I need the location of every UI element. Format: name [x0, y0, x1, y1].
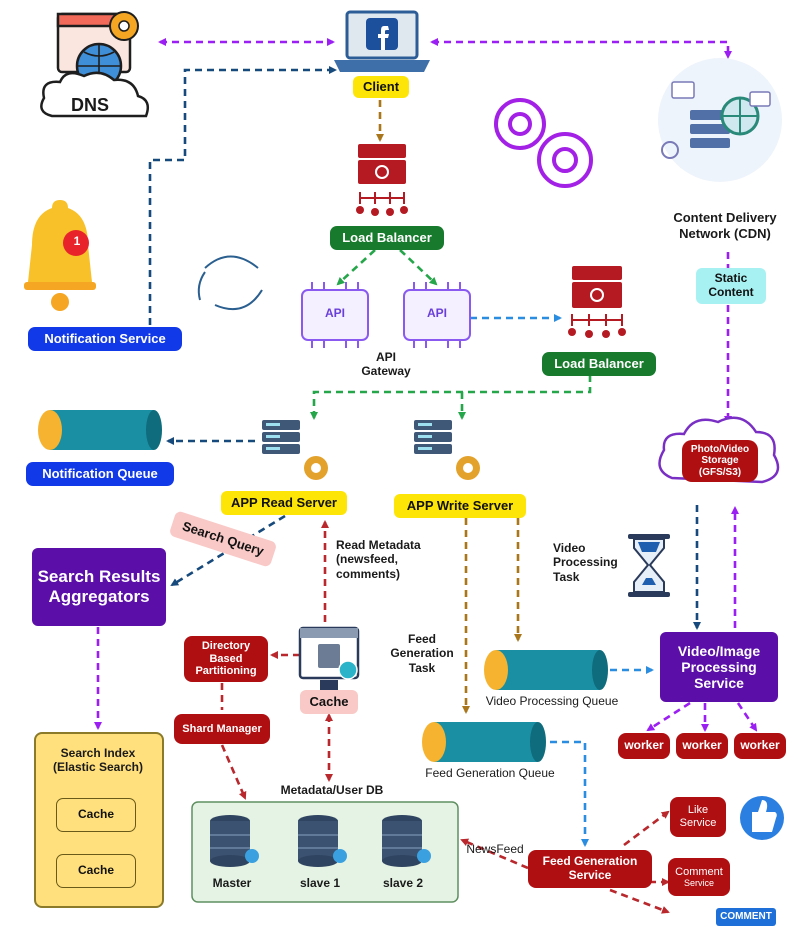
db-master-label: Master: [212, 876, 252, 890]
edge-notification-client: [148, 66, 337, 325]
video-image-processing-service-label[interactable]: Video/Image Processing Service: [660, 632, 778, 702]
load-balancer-top-icon: [356, 144, 408, 216]
api-gateway-label: API Gateway: [361, 350, 411, 379]
facebook-laptop-icon: [334, 10, 430, 72]
connectors: [94, 38, 758, 914]
photo-video-storage-label[interactable]: Photo/Video Storage (GFS/S3): [682, 440, 758, 482]
search-index-label: Search Index (Elastic Search): [52, 746, 144, 775]
search-results-aggregators-label[interactable]: Search Results Aggregators: [32, 548, 166, 626]
edge-lb-api-right: [399, 249, 438, 286]
edge-partition-db: [220, 683, 245, 798]
worker-2[interactable]: worker: [676, 733, 728, 759]
read-metadata-label: Read Metadata (newsfeed, comments): [336, 538, 421, 581]
cdn-icon: [658, 58, 782, 182]
dns-icon: [40, 11, 149, 118]
feed-generation-task-label: Feed Generation Task: [390, 632, 454, 675]
cache-server-icon: [298, 626, 360, 690]
api-chip-left-text: API: [324, 306, 345, 321]
metadata-db-label: Metadata/User DB: [280, 783, 384, 797]
like-thumb-icon[interactable]: [740, 796, 784, 840]
comment-service-subtitle: Service: [683, 878, 714, 889]
notification-queue-cylinder: [38, 410, 162, 450]
db-slave1-icon: [297, 814, 347, 868]
load-balancer-right-icon: [568, 266, 626, 338]
load-balancer-top-label[interactable]: Load Balancer: [330, 226, 444, 250]
comment-service-label[interactable]: Comment Service: [668, 858, 730, 896]
comment-button[interactable]: COMMENT: [716, 908, 776, 926]
gears-icon: [494, 98, 593, 188]
notification-bell-icon: [24, 200, 96, 311]
client-label[interactable]: Client: [353, 76, 409, 98]
app-write-server-label[interactable]: APP Write Server: [394, 494, 526, 518]
refresh-icon: [197, 255, 263, 310]
newsfeed-label: NewsFeed: [466, 842, 524, 856]
feed-generation-service-label[interactable]: Feed Generation Service: [528, 850, 652, 888]
search-index-cache-2[interactable]: Cache: [56, 854, 136, 888]
shard-manager-label[interactable]: Shard Manager: [174, 714, 270, 744]
notification-queue-label[interactable]: Notification Queue: [26, 462, 174, 486]
edge-lb-api-left: [336, 249, 376, 286]
static-content-label: Static Content: [696, 268, 766, 304]
edge-processing-worker-3: [736, 702, 758, 732]
search-index-cache-1[interactable]: Cache: [56, 798, 136, 832]
app-read-server-label[interactable]: APP Read Server: [221, 491, 347, 515]
comment-service-title: Comment: [675, 865, 723, 878]
video-processing-task-label: Video Processing Task: [553, 541, 618, 584]
db-slave2-label: slave 2: [382, 876, 424, 890]
directory-based-partitioning-label[interactable]: Directory Based Partitioning: [184, 636, 268, 682]
edge-like-feedservice: [619, 810, 670, 850]
video-processing-queue-cylinder: [484, 650, 608, 690]
like-service-label[interactable]: Like Service: [670, 797, 726, 837]
api-chip-right-icon: [403, 282, 471, 348]
load-balancer-right-label[interactable]: Load Balancer: [542, 352, 656, 376]
worker-3[interactable]: worker: [734, 733, 786, 759]
api-chip-left-icon: [301, 282, 369, 348]
cache-label[interactable]: Cache: [300, 690, 358, 714]
cdn-label: Content Delivery Network (CDN): [673, 210, 777, 241]
worker-1[interactable]: worker: [618, 733, 670, 759]
hourglass-icon: [628, 534, 670, 597]
dns-label: DNS: [70, 94, 109, 115]
write-server-icon: [414, 420, 480, 480]
read-server-icon: [262, 420, 328, 480]
edge-client-cdn: [430, 38, 732, 59]
notification-service-label[interactable]: Notification Service: [28, 327, 182, 351]
edge-feedservice-comment-btn: [609, 888, 670, 914]
edge-feedqueue-feedservice: [550, 740, 589, 847]
feed-generation-queue-cylinder: [422, 722, 546, 762]
feed-generation-queue-label: Feed Generation Queue: [425, 766, 555, 780]
db-slave2-icon: [381, 814, 431, 868]
edge-processing-worker-1: [646, 701, 691, 732]
video-processing-queue-label: Video Processing Queue: [485, 694, 619, 708]
api-chip-right-text: API: [426, 306, 447, 321]
edge-lb2-read: [310, 375, 592, 420]
db-slave1-label: slave 1: [299, 876, 341, 890]
db-master-icon: [209, 814, 259, 868]
notification-badge: 1: [73, 234, 81, 249]
